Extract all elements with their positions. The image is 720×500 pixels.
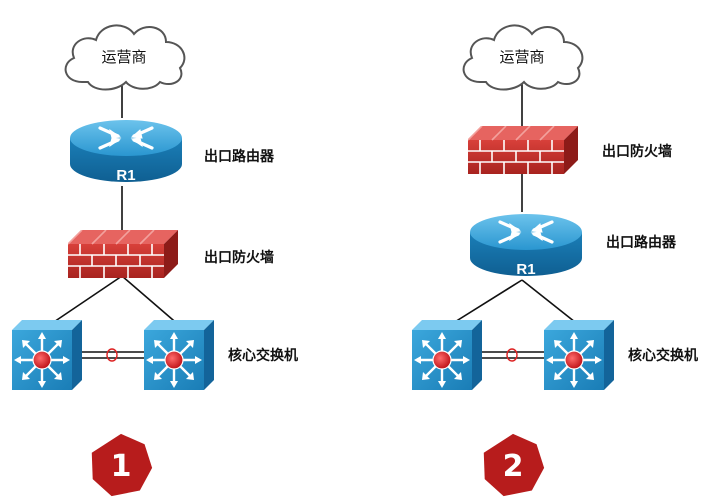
core-switch-left-icon <box>412 320 482 390</box>
router-label: 出口路由器 <box>606 234 677 251</box>
link-firewall-switch-right <box>121 275 181 327</box>
router-name: R1 <box>516 261 535 278</box>
diagram-1: 运营商 R1 出口路由器 出口防火墙 核心交换机 1 <box>12 24 298 497</box>
link-router-switch-right <box>521 279 581 327</box>
badge-number: 1 <box>111 449 132 484</box>
core-switch-left-icon <box>12 320 82 390</box>
router-name: R1 <box>116 167 135 184</box>
firewall-label: 出口防火墙 <box>204 249 274 266</box>
firewall-icon <box>68 230 178 278</box>
firewall-icon <box>468 126 578 174</box>
router-label: 出口路由器 <box>204 148 275 165</box>
core-switch-right-icon <box>544 320 614 390</box>
badge-number: 2 <box>503 449 524 484</box>
switch-label: 核心交换机 <box>228 347 298 364</box>
core-switch-right-icon <box>144 320 214 390</box>
cloud-label: 运营商 <box>499 48 544 66</box>
cloud-label: 运营商 <box>101 48 146 66</box>
aggregation-marker <box>506 348 518 362</box>
router-r1: R1 <box>68 118 184 184</box>
router-r1: R1 <box>468 212 584 278</box>
aggregation-marker <box>106 348 118 362</box>
cloud-isp: 运营商 <box>64 24 186 91</box>
badge-1: 1 <box>91 433 153 497</box>
firewall-label: 出口防火墙 <box>602 143 672 160</box>
badge-2: 2 <box>483 433 545 497</box>
switch-label: 核心交换机 <box>628 347 698 364</box>
diagram-2: 运营商 出口防火墙 R1 出口路由器 核心交换机 2 <box>412 24 698 497</box>
cloud-isp: 运营商 <box>462 24 584 91</box>
